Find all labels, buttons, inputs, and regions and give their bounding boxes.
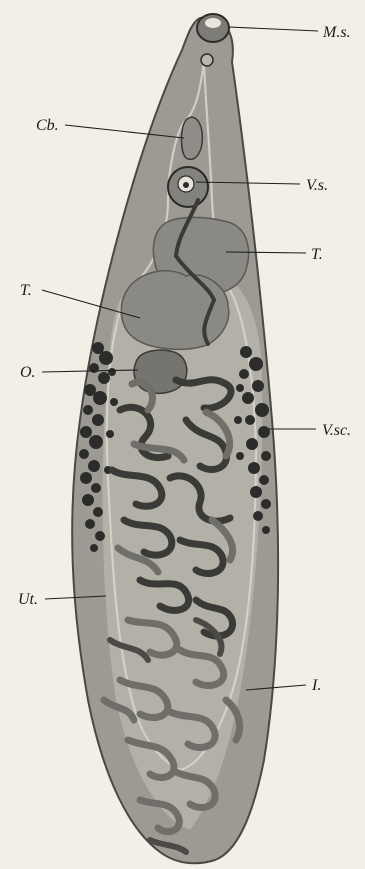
label-ut: Ut. — [18, 591, 38, 608]
label-ms: M.s. — [322, 24, 351, 41]
label-o: O. — [20, 364, 36, 381]
label-i: I. — [311, 677, 321, 694]
mouth-sucker-opening — [205, 18, 221, 28]
label-t-right: T. — [311, 246, 323, 263]
label-vsc: V.sc. — [322, 422, 351, 439]
ventral-sucker-center — [183, 182, 189, 188]
ovary — [134, 350, 187, 393]
testis-posterior — [121, 271, 228, 349]
leader-ms — [229, 27, 318, 31]
cirrus-bag — [182, 117, 203, 159]
label-vs: V.s. — [306, 177, 328, 194]
label-cb: Cb. — [36, 117, 59, 134]
pharynx — [201, 54, 213, 66]
label-t-left: T. — [20, 282, 32, 299]
